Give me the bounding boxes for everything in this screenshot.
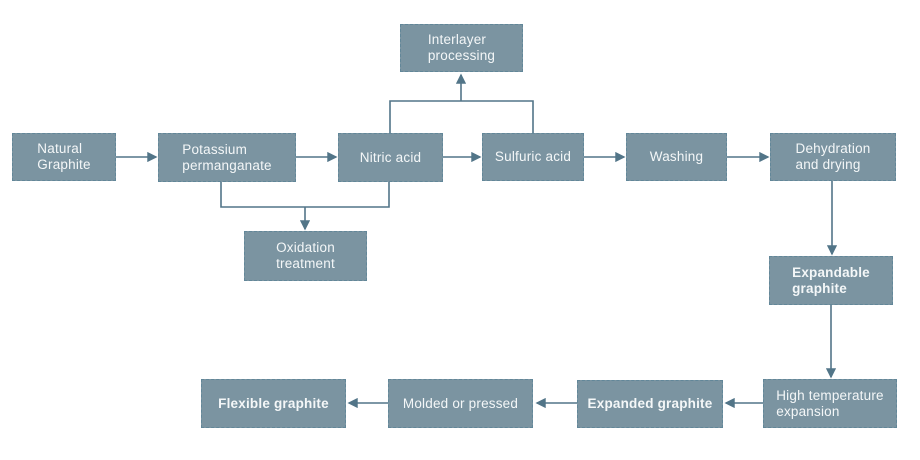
node-natural-graphite: Natural Graphite <box>12 133 116 181</box>
node-high-temperature-expansion: High temperature expansion <box>763 379 897 428</box>
node-expanded-graphite: Expanded graphite <box>577 380 723 428</box>
node-oxidation-treatment: Oxidation treatment <box>244 231 367 281</box>
node-expandable-graphite: Expandable graphite <box>769 256 893 305</box>
node-interlayer-processing: Interlayer processing <box>400 24 523 72</box>
edge-bus-to-interlayer <box>389 100 534 133</box>
node-molded-or-pressed: Molded or pressed <box>388 379 533 428</box>
node-flexible-graphite: Flexible graphite <box>201 379 346 428</box>
node-nitric-acid: Nitric acid <box>338 133 443 182</box>
node-sulfuric-acid: Sulfuric acid <box>482 133 584 181</box>
node-potassium-permanganate: Potassium permanganate <box>158 133 296 182</box>
node-washing: Washing <box>626 133 727 181</box>
edge-bus-to-oxidation <box>220 182 390 208</box>
node-dehydration-and-drying: Dehydration and drying <box>770 133 896 181</box>
